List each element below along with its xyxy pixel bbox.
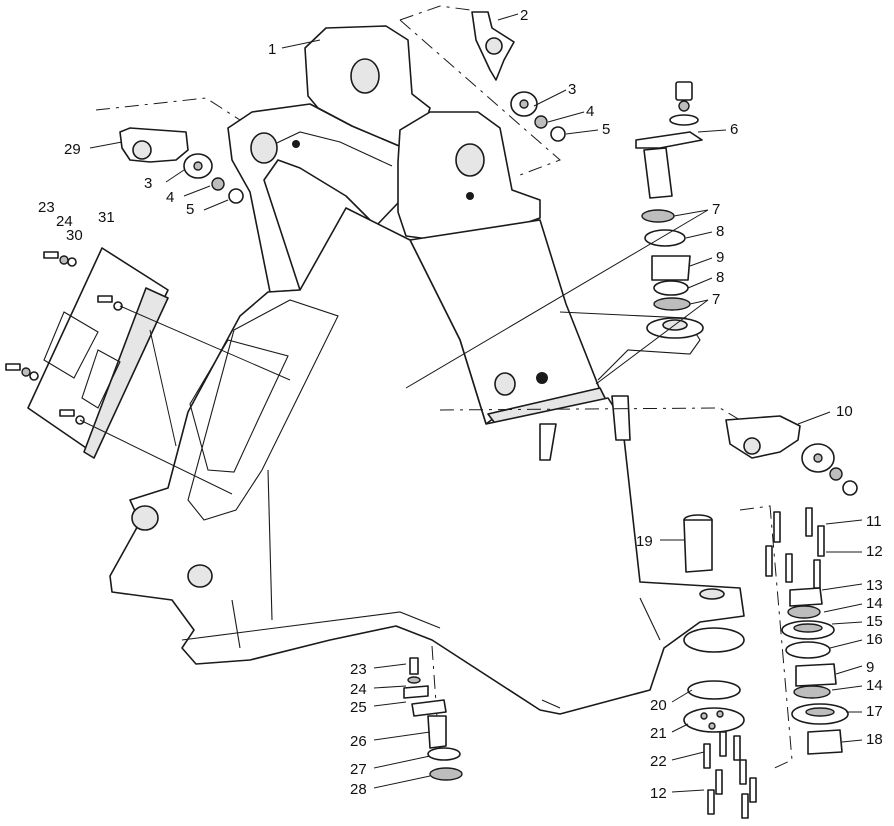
callout-label: 7	[712, 291, 720, 308]
pivot-stack-lower	[739, 505, 849, 771]
callout-label: 22	[650, 753, 667, 770]
cover-plate	[27, 247, 169, 459]
callout-label: 15	[866, 613, 883, 630]
bushing-and-plates	[683, 514, 757, 819]
callout-label: 13	[866, 577, 883, 594]
callout-label: 18	[866, 731, 883, 748]
callout-label: 5	[186, 201, 194, 218]
callout-label: 4	[166, 189, 174, 206]
callout-label: 3	[568, 81, 576, 98]
callout-label: 14	[866, 677, 883, 694]
callout-label: 4	[586, 103, 594, 120]
callout-label: 19	[636, 533, 653, 550]
callout-label: 20	[650, 697, 667, 714]
pin-assembly-top	[399, 5, 566, 176]
main-frame	[109, 25, 745, 715]
callout-label: 27	[350, 761, 367, 778]
callout-label: 9	[866, 659, 874, 676]
callout-labels: 1 2 3 4 5 6 7 8 9 8 7 10 29 3 4 5 23 24 …	[38, 7, 883, 802]
pivot-stack-upper	[635, 81, 703, 311]
guide-line	[79, 419, 233, 495]
callout-label: 6	[730, 121, 738, 138]
callout-label: 21	[650, 725, 667, 742]
callout-label: 14	[866, 595, 883, 612]
pin-assembly-right	[439, 407, 858, 496]
callout-label: 1	[268, 41, 276, 58]
callout-label: 3	[144, 175, 152, 192]
callout-label: 8	[716, 269, 724, 286]
callout-label: 8	[716, 223, 724, 240]
callout-label: 17	[866, 703, 883, 720]
callout-label: 23	[38, 199, 55, 216]
leader-lines	[89, 13, 863, 793]
callout-label: 25	[350, 699, 367, 716]
callout-label: 12	[866, 543, 883, 560]
callout-label: 9	[716, 249, 724, 266]
callout-label: 24	[350, 681, 367, 698]
callout-label: 16	[866, 631, 883, 648]
callout-label: 26	[350, 733, 367, 750]
callout-label: 11	[866, 513, 882, 530]
cover-bolts	[5, 251, 123, 425]
pin-assembly-left	[95, 97, 244, 204]
callout-label: 7	[712, 201, 720, 218]
guide-line	[119, 305, 291, 381]
callout-label: 28	[350, 781, 367, 798]
callout-label: 2	[520, 7, 528, 24]
callout-label: 10	[836, 403, 853, 420]
callout-label: 24	[56, 213, 73, 230]
guide-line	[149, 329, 177, 447]
callout-label: 31	[98, 209, 115, 226]
callout-label: 29	[64, 141, 81, 158]
callout-label: 12	[650, 785, 667, 802]
pin-stack-bottom	[403, 645, 463, 781]
callout-label: 23	[350, 661, 367, 678]
callout-label: 5	[602, 121, 610, 138]
callout-label: 30	[66, 227, 83, 244]
